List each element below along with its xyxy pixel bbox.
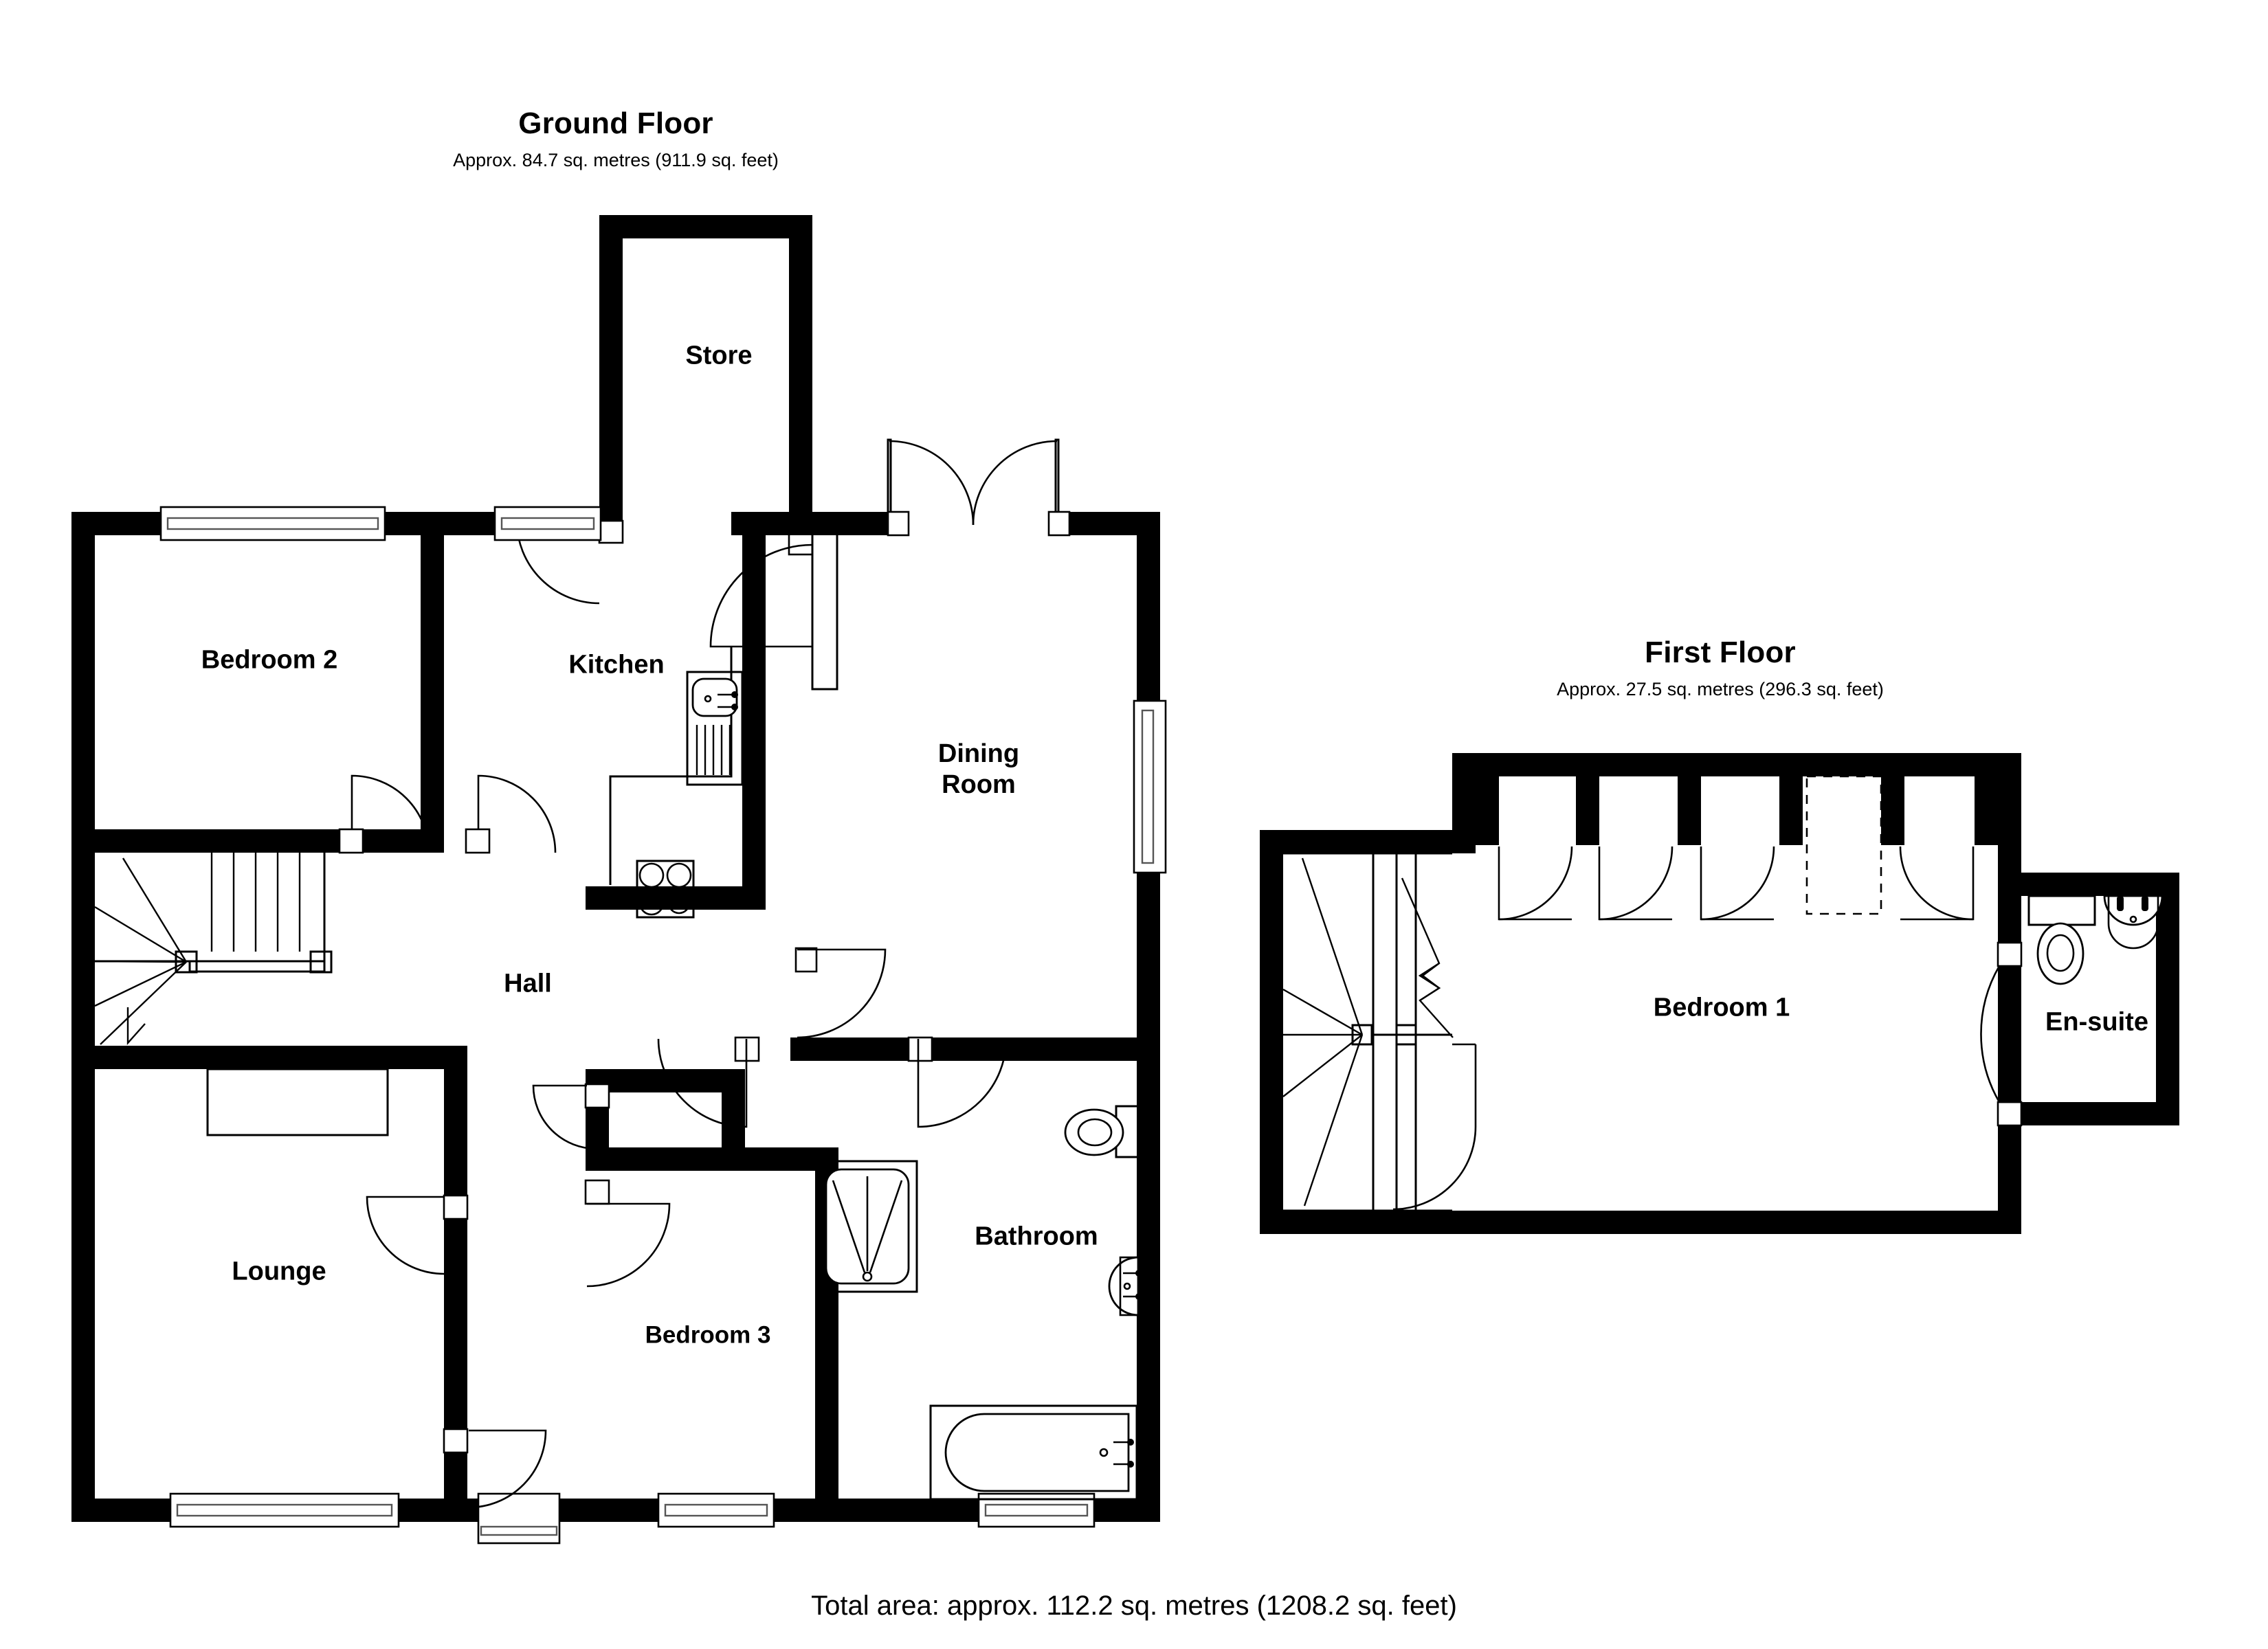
room-label-lounge: Lounge [232, 1257, 326, 1286]
wash-basin-ensuite [2103, 895, 2164, 950]
ground-floor-title: Ground Floor [518, 106, 713, 140]
staircase-first [1282, 852, 1454, 1212]
room-label-ensuite: En-suite [2045, 1007, 2148, 1037]
room-label-hall: Hall [504, 969, 552, 998]
window-bedroom2-top [159, 506, 386, 541]
room-label-kitchen: Kitchen [568, 650, 665, 680]
door-bedroom1 [1392, 1043, 1477, 1211]
room-label-store: Store [685, 341, 753, 370]
wash-basin-ground [1108, 1256, 1142, 1316]
door-ensuite [1980, 941, 2023, 1127]
staircase-ground [94, 853, 333, 1046]
door-hall-lobby [657, 1036, 760, 1128]
kitchen-drainer [696, 725, 731, 775]
first-floor-title: First Floor [1645, 636, 1796, 669]
bath [929, 1404, 1138, 1501]
door-lounge [366, 1194, 469, 1275]
room-label-bedroom1: Bedroom 1 [1653, 993, 1790, 1022]
door-dining-bathroom [907, 1036, 1008, 1128]
first-eaves-doors [1476, 776, 1998, 921]
first-floor-subtitle: Approx. 27.5 sq. metres (296.3 sq. feet) [1557, 679, 1884, 699]
room-label-bathroom: Bathroom [975, 1222, 1098, 1251]
door-airing-cupboard [532, 1083, 610, 1150]
store-walls [599, 215, 812, 532]
loft-hatch [1805, 775, 1882, 915]
total-area-text: Total area: approx. 112.2 sq. metres (12… [811, 1591, 1457, 1621]
kitchen-sink [686, 671, 744, 786]
door-kitchen [465, 774, 557, 854]
window-lounge-bottom [169, 1492, 400, 1528]
room-label-bedroom3: Bedroom 3 [645, 1321, 771, 1349]
window-dining-right [1133, 699, 1167, 874]
first-outer-walls [1260, 753, 2179, 1234]
door-bedroom2 [338, 774, 430, 854]
room-label-bedroom2: Bedroom 2 [201, 645, 338, 675]
hob-4-burner [636, 860, 695, 919]
window-bedroom3-bottom [657, 1492, 775, 1528]
shower-tray [816, 1160, 918, 1293]
ground-floor-subtitle: Approx. 84.7 sq. metres (911.9 sq. feet) [453, 150, 779, 170]
room-label-dining-room-line2: Room [942, 770, 1016, 799]
wc-ensuite [2027, 895, 2096, 985]
door-bedroom3 [584, 1179, 671, 1288]
ground-floor-drawing [71, 215, 1167, 1545]
first-floor-drawing [1260, 753, 2179, 1234]
dining-french-doors [887, 438, 1071, 537]
entrance-door-bottom [477, 1492, 561, 1545]
room-label-dining-room: Dining Room [938, 739, 1019, 800]
room-label-dining-room-line1: Dining [937, 739, 1020, 769]
door-front-lobby [443, 1428, 547, 1509]
wc-ground [1064, 1105, 1141, 1158]
chimney-breast [206, 1068, 389, 1136]
door-hall-dining [794, 947, 887, 1039]
store-door-right [709, 519, 838, 691]
window-kitchen-top [493, 506, 602, 541]
